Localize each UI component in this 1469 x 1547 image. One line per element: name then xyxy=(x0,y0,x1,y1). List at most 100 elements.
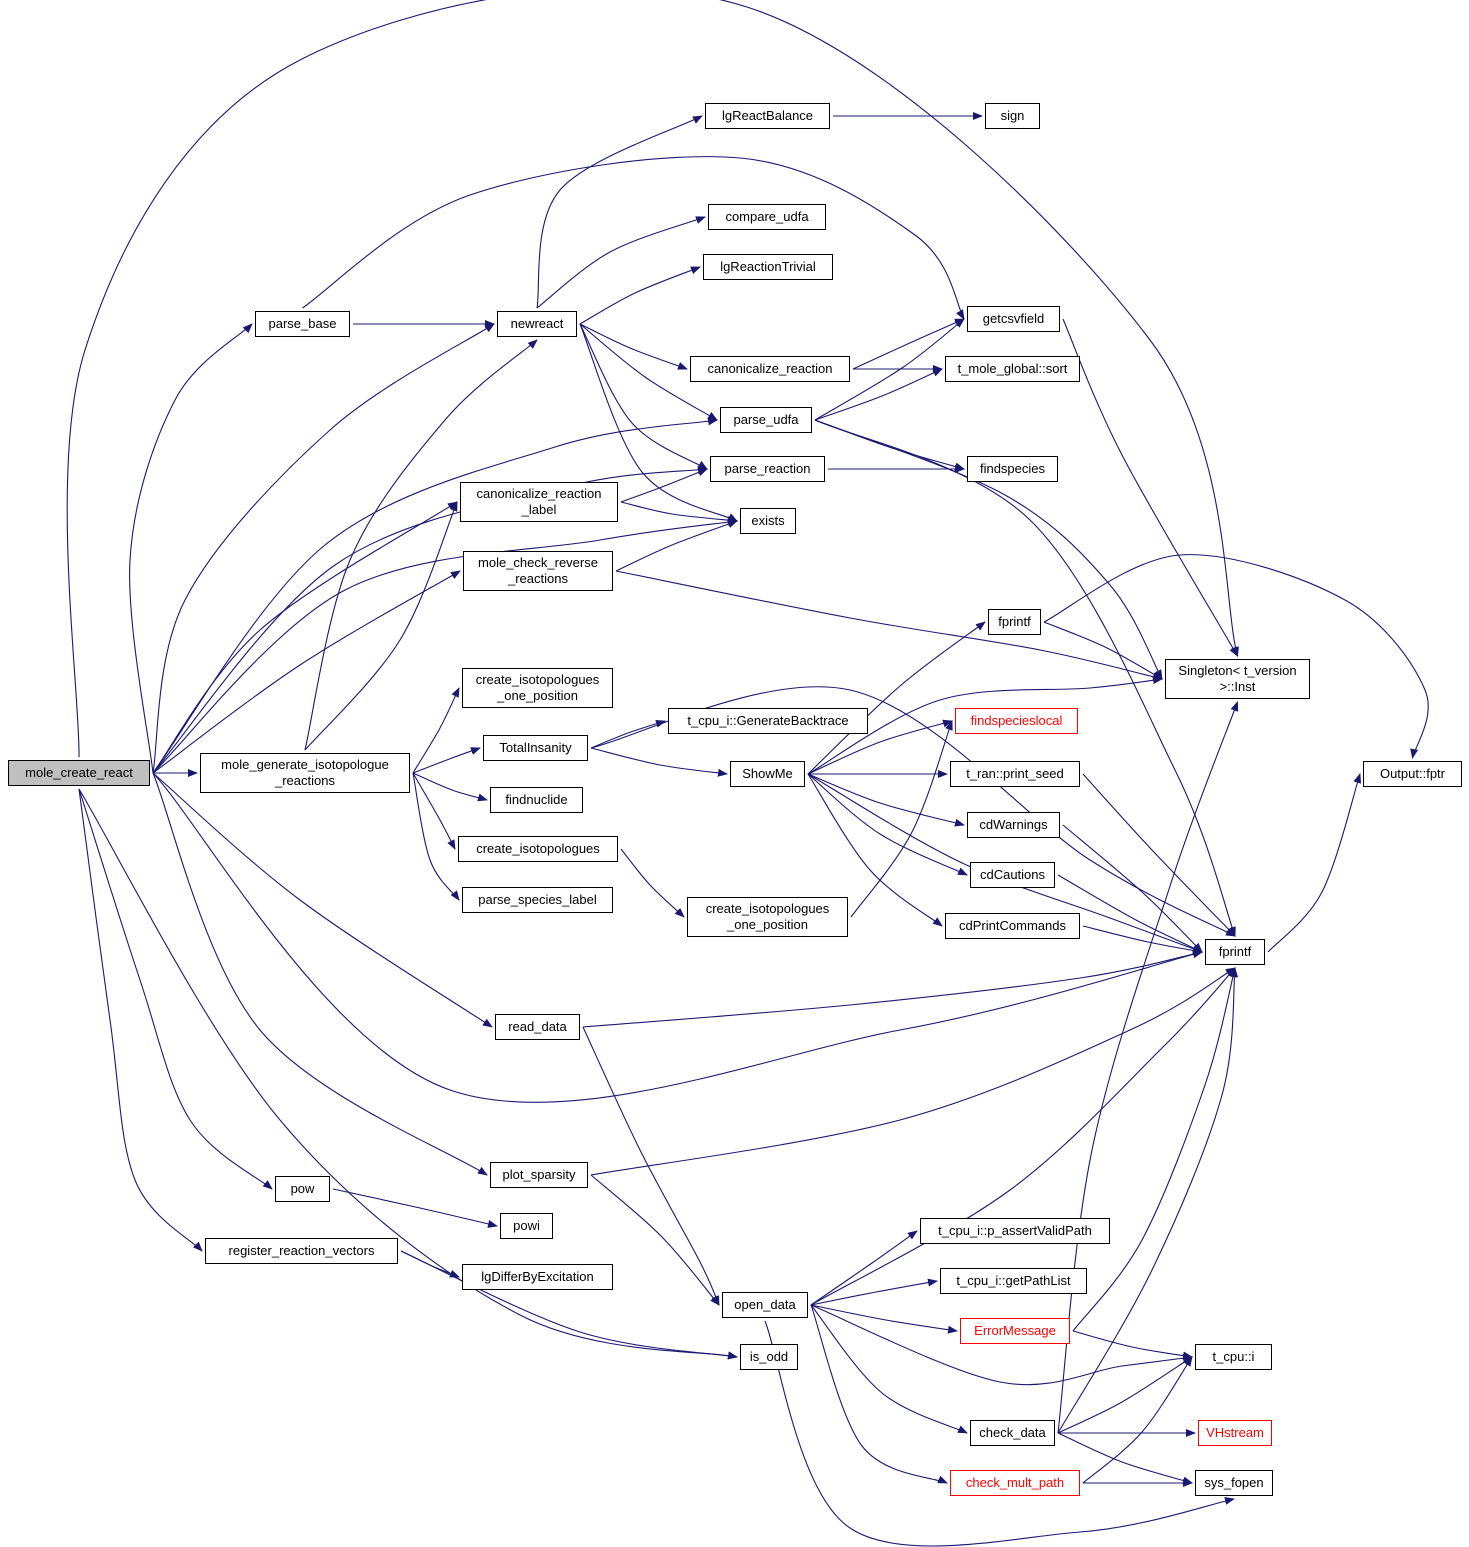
edge-newreact--compare_udfa xyxy=(536,216,706,309)
edge-newreact--lgReactionTrivial xyxy=(579,266,701,325)
edge-plot_sparsity--open_data xyxy=(590,1174,720,1306)
edge-open_data--check_data xyxy=(810,1304,968,1434)
edge-cdprintcommands--fprintf_right xyxy=(1082,925,1203,955)
node-parse_reaction[interactable]: parse_reaction xyxy=(710,456,825,482)
node-create_isotopologues_one_position_2[interactable]: create_isotopologues _one_position xyxy=(687,897,848,937)
node-findspecieslocal[interactable]: findspecieslocal xyxy=(955,708,1078,734)
edge-getcsvfield--singleton_inst xyxy=(1062,318,1238,657)
node-cdcautions[interactable]: cdCautions xyxy=(970,862,1055,888)
node-exists[interactable]: exists xyxy=(740,508,796,534)
node-lgReactBalance[interactable]: lgReactBalance xyxy=(705,103,830,129)
node-compare_udfa[interactable]: compare_udfa xyxy=(708,204,826,230)
node-cdwarnings[interactable]: cdWarnings xyxy=(967,812,1060,838)
node-cdprintcommands[interactable]: cdPrintCommands xyxy=(945,913,1080,939)
node-fprintf_right[interactable]: fprintf xyxy=(1205,939,1265,965)
node-vhstream[interactable]: VHstream xyxy=(1198,1420,1272,1446)
edge-mole_check_reverse_reactions--exists xyxy=(615,520,738,572)
node-canonicalize_reaction[interactable]: canonicalize_reaction xyxy=(690,356,850,382)
edge-pow--powi xyxy=(332,1188,498,1228)
edge-total_insanity--generate_backtrace xyxy=(590,719,666,749)
edge-parse_udfa--getcsvfield xyxy=(814,318,965,421)
edge-parse_udfa--fprintf_right xyxy=(814,419,1236,937)
edge-parse_udfa--sort xyxy=(814,368,943,421)
node-generate_backtrace[interactable]: t_cpu_i::GenerateBacktrace xyxy=(668,708,868,734)
node-canonicalize_reaction_label[interactable]: canonicalize_reaction _label xyxy=(460,482,618,522)
node-lgdifferbyexcitation[interactable]: lgDifferByExcitation xyxy=(462,1264,613,1290)
node-mole_generate_isotopologue_reactions[interactable]: mole_generate_isotopologue _reactions xyxy=(200,753,410,793)
node-lgReactionTrivial[interactable]: lgReactionTrivial xyxy=(703,254,833,280)
node-getcsvfield[interactable]: getcsvfield xyxy=(967,306,1060,332)
edge-mole_create_react--pow xyxy=(78,788,273,1190)
edge-mole_generate_isotopologue_reactions--findnuclide xyxy=(412,772,488,802)
edge-parse_base--getcsvfield xyxy=(302,156,965,320)
edge-parse_udfa--singleton_inst xyxy=(814,419,1163,680)
node-plot_sparsity[interactable]: plot_sparsity xyxy=(490,1162,588,1188)
node-check_data[interactable]: check_data xyxy=(970,1420,1055,1446)
node-parse_species_label[interactable]: parse_species_label xyxy=(462,887,613,913)
edge-open_data--check_mult_path xyxy=(810,1304,948,1484)
edge-canonicalize_reaction_label--parse_reaction xyxy=(620,468,708,503)
edge-errormessage--t_cpu_i xyxy=(1072,1330,1193,1360)
edge-cdwarnings--fprintf_right xyxy=(1062,824,1203,953)
edge-mole_create_react--register_reaction_vectors xyxy=(78,788,203,1252)
edge-plot_sparsity--fprintf_right xyxy=(590,967,1236,1176)
node-findspecies[interactable]: findspecies xyxy=(967,456,1058,482)
edge-mole_create_react--newreact xyxy=(152,323,495,774)
edge-newreact--canonicalize_reaction xyxy=(579,323,688,370)
edge-showme--fprintf_top xyxy=(807,621,986,775)
node-parse_base[interactable]: parse_base xyxy=(255,311,350,337)
node-singleton_inst[interactable]: Singleton< t_version >::Inst xyxy=(1165,659,1310,699)
edge-newreact--exists xyxy=(579,323,738,522)
node-sign[interactable]: sign xyxy=(985,103,1040,129)
edge-parse_udfa--findspecies xyxy=(814,419,965,471)
node-is_odd[interactable]: is_odd xyxy=(740,1344,798,1370)
node-showme[interactable]: ShowMe xyxy=(730,761,805,787)
edge-mole_create_react--read_data xyxy=(152,772,493,1028)
node-pow[interactable]: pow xyxy=(275,1176,330,1202)
edge-fprintf_top--singleton_inst xyxy=(1043,621,1163,680)
node-total_insanity[interactable]: TotalInsanity xyxy=(483,735,588,761)
node-sort[interactable]: t_mole_global::sort xyxy=(945,356,1080,382)
edge-newreact--lgReactBalance xyxy=(536,115,703,309)
edge-mole_generate_isotopologue_reactions--create_isotopologues_one_position_1 xyxy=(412,687,460,774)
edge-mole_generate_isotopologue_reactions--newreact xyxy=(304,339,538,751)
node-sys_fopen[interactable]: sys_fopen xyxy=(1195,1470,1273,1496)
node-fprintf_top[interactable]: fprintf xyxy=(988,609,1041,635)
node-register_reaction_vectors[interactable]: register_reaction_vectors xyxy=(205,1238,398,1264)
edge-showme--singleton_inst xyxy=(807,676,1163,775)
edge-showme--cdcautions xyxy=(807,773,968,876)
edge-read_data--fprintf_right xyxy=(582,949,1203,1028)
edge-mole_generate_isotopologue_reactions--parse_species_label xyxy=(412,772,460,901)
node-check_mult_path[interactable]: check_mult_path xyxy=(950,1470,1080,1496)
node-getpathlist[interactable]: t_cpu_i::getPathList xyxy=(940,1268,1087,1294)
edge-newreact--parse_udfa xyxy=(579,323,718,421)
node-read_data[interactable]: read_data xyxy=(495,1014,580,1040)
node-p_assertvalidpath[interactable]: t_cpu_i::p_assertValidPath xyxy=(920,1218,1110,1244)
node-output_fptr[interactable]: Output::fptr xyxy=(1363,761,1462,787)
node-open_data[interactable]: open_data xyxy=(722,1292,808,1318)
node-mole_check_reverse_reactions[interactable]: mole_check_reverse _reactions xyxy=(463,551,613,591)
node-findnuclide[interactable]: findnuclide xyxy=(490,787,583,813)
node-create_isotopologues_one_position_1[interactable]: create_isotopologues _one_position xyxy=(462,668,613,708)
edge-showme--findspecieslocal xyxy=(807,719,953,775)
edge-total_insanity--showme xyxy=(590,747,728,777)
node-create_isotopologues[interactable]: create_isotopologues xyxy=(458,836,618,862)
node-errormessage[interactable]: ErrorMessage xyxy=(960,1318,1070,1344)
edge-register_reaction_vectors--is_odd xyxy=(400,1250,738,1360)
node-mole_create_react[interactable]: mole_create_react xyxy=(8,760,150,786)
node-parse_udfa[interactable]: parse_udfa xyxy=(720,407,812,433)
edge-mole_generate_isotopologue_reactions--total_insanity xyxy=(412,747,481,774)
edge-canonicalize_reaction_label--exists xyxy=(620,501,738,524)
edge-mole_generate_isotopologue_reactions--create_isotopologues xyxy=(412,772,456,850)
node-t_cpu_i[interactable]: t_cpu::i xyxy=(1195,1344,1272,1370)
edge-open_data--sys_fopen xyxy=(764,1320,1235,1547)
edge-mole_check_reverse_reactions--singleton_inst xyxy=(615,570,1163,681)
edge-check_data--singleton_inst xyxy=(1057,701,1239,1434)
edge-showme--cdwarnings xyxy=(807,773,965,827)
node-powi[interactable]: powi xyxy=(500,1213,553,1239)
edge-open_data--getpathlist xyxy=(810,1278,938,1306)
node-print_seed[interactable]: t_ran::print_seed xyxy=(950,761,1080,787)
node-newreact[interactable]: newreact xyxy=(497,311,577,337)
edge-mole_create_react--is_odd xyxy=(78,788,738,1360)
edge-mole_create_react--singleton_inst xyxy=(66,0,1239,758)
